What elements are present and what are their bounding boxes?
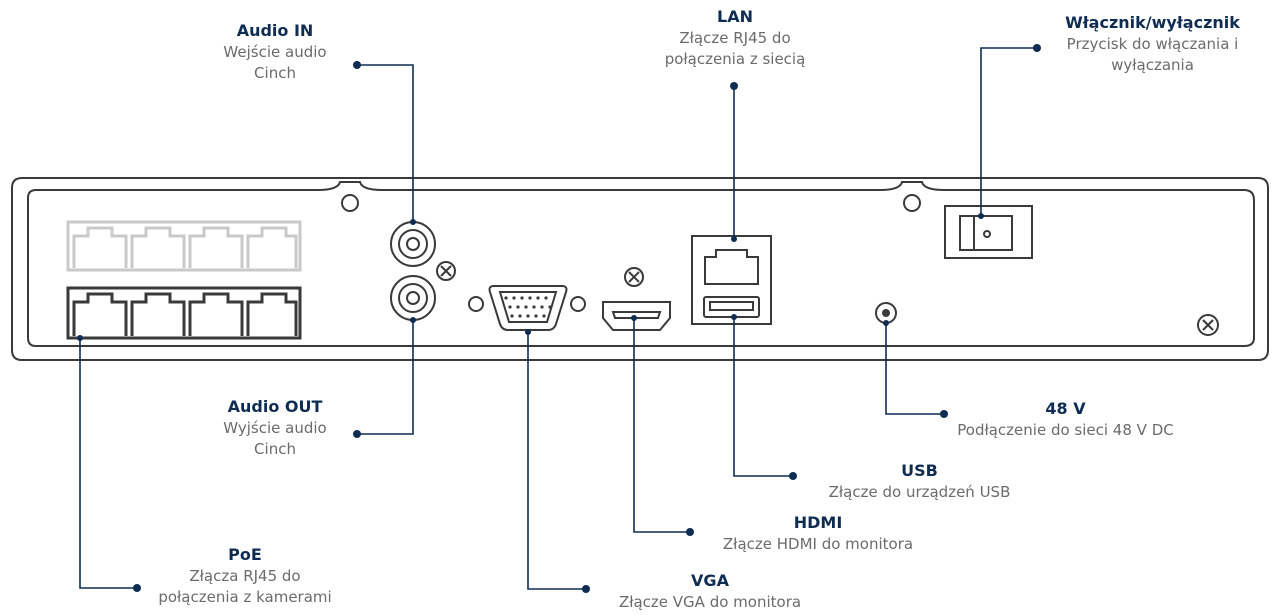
usb-port <box>703 296 760 318</box>
leader-audio-in <box>357 64 414 222</box>
label-title: VGA <box>691 571 729 590</box>
label-title: Audio OUT <box>227 397 323 416</box>
screw-icon <box>436 261 456 281</box>
label-hdmi: HDMI Złącze HDMI do monitora <box>683 512 953 555</box>
label-desc: Cinch <box>254 64 296 82</box>
dc-jack <box>875 302 897 324</box>
screw-icon <box>624 267 644 287</box>
label-title: USB <box>901 461 938 480</box>
hdmi-port <box>602 301 671 331</box>
leader-hdmi <box>633 318 690 533</box>
vga-pins <box>504 296 552 318</box>
label-title: Audio IN <box>236 21 314 40</box>
label-desc: wyłączania <box>1111 56 1194 74</box>
nvr-rear-panel <box>11 177 1269 361</box>
label-desc: Przycisk do włączania i <box>1066 35 1239 53</box>
label-title: LAN <box>717 7 753 26</box>
label-poe: PoE Złącza RJ45 do połączenia z kamerami <box>130 544 360 608</box>
screw-icon <box>1197 314 1219 336</box>
label-desc: Wejście audio <box>223 43 327 61</box>
leader-48v <box>885 323 944 415</box>
leader-vga <box>527 332 586 590</box>
label-desc: Podłączenie do sieci 48 V DC <box>957 421 1174 439</box>
leader-lines <box>79 47 1037 590</box>
label-desc: Złącze do urządzeń USB <box>828 483 1011 501</box>
label-title: PoE <box>228 545 262 564</box>
label-desc: Złącze HDMI do monitora <box>722 535 914 553</box>
power-switch <box>944 205 1033 259</box>
label-desc: połączenia z siecią <box>664 50 806 68</box>
leader-power <box>980 47 1037 216</box>
label-vga: VGA Złącze VGA do monitora <box>575 570 845 613</box>
poe-ports-bottom-row <box>66 286 302 340</box>
leader-usb <box>733 317 793 477</box>
label-desc: Złącza RJ45 do <box>189 567 301 585</box>
audio-out-jack <box>390 275 436 321</box>
label-audio-out: Audio OUT Wyjście audio Cinch <box>200 396 350 460</box>
lan-usb-block <box>691 235 772 325</box>
label-audio-in: Audio IN Wejście audio Cinch <box>200 20 350 84</box>
label-desc: Cinch <box>254 440 296 458</box>
poe-ports-top-row <box>66 220 302 272</box>
label-desc: Złącze RJ45 do <box>679 29 791 47</box>
label-48v: 48 V Podłączenie do sieci 48 V DC <box>928 398 1203 441</box>
audio-in-jack <box>390 221 436 267</box>
leader-audio-out <box>357 320 414 435</box>
mount-hole-right <box>903 194 921 212</box>
label-desc: Złącze VGA do monitora <box>618 593 802 611</box>
label-desc: Wyjście audio <box>223 419 327 437</box>
label-title: HDMI <box>793 513 843 532</box>
mount-hole-left <box>341 194 359 212</box>
lan-port <box>704 249 759 285</box>
label-title: Włącznik/wyłącznik <box>1065 13 1240 32</box>
label-lan: LAN Złącze RJ45 do połączenia z siecią <box>630 6 840 70</box>
label-power: Włącznik/wyłącznik Przycisk do włączania… <box>1040 12 1265 76</box>
label-usb: USB Złącze do urządzeń USB <box>792 460 1047 503</box>
label-title: 48 V <box>1045 399 1086 418</box>
label-desc: połączenia z kamerami <box>158 588 332 606</box>
vga-port <box>468 285 586 331</box>
leader-poe <box>79 338 137 589</box>
leader-dots <box>77 44 1041 593</box>
